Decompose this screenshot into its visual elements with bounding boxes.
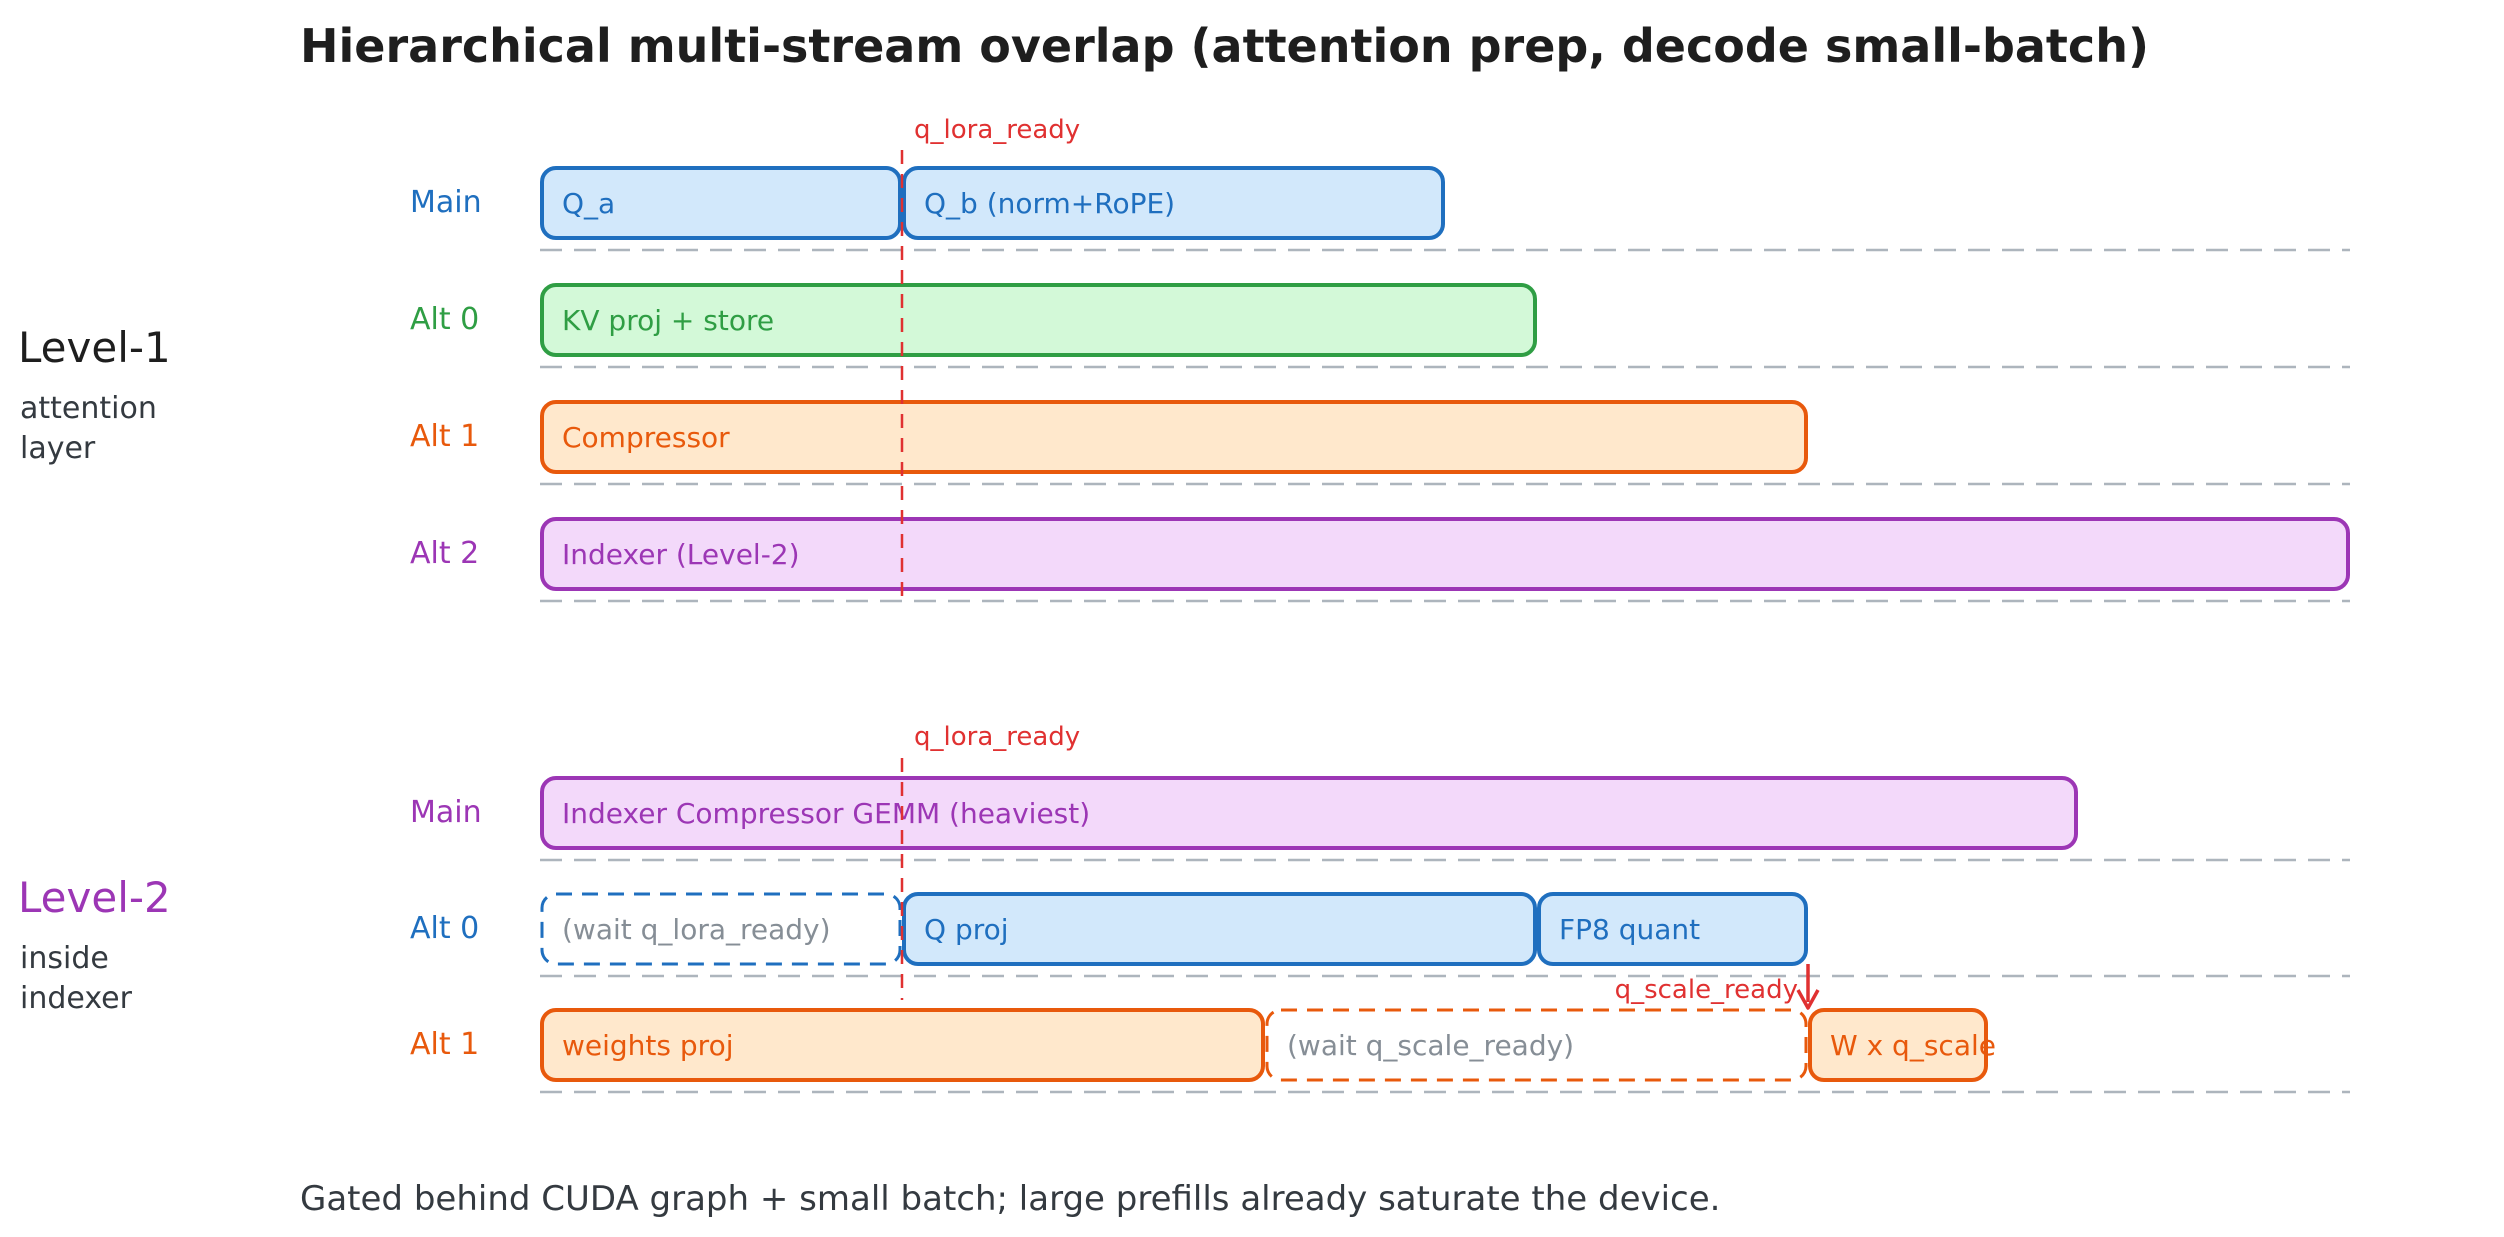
- level1-block-label: Indexer (Level-2): [562, 538, 800, 571]
- level1-block: [902, 166, 1445, 240]
- level2-caption-line2: indexer: [20, 981, 133, 1016]
- level1-lane-label: Alt 2: [410, 536, 479, 571]
- level1-block: [540, 166, 902, 240]
- level2-block: [902, 892, 1537, 966]
- level2-block: [540, 892, 902, 966]
- level1-marker-label: q_lora_ready: [914, 115, 1080, 145]
- level2-block-label: W x q_scale: [1830, 1029, 1996, 1062]
- footer-note: Gated behind CUDA graph + small batch; l…: [300, 1179, 1720, 1219]
- level2-block-label: (wait q_lora_ready): [562, 913, 831, 946]
- level2-block: [540, 776, 2078, 850]
- level2-lane-label: Alt 1: [410, 1027, 479, 1062]
- level2-marker-label: q_lora_ready: [914, 722, 1080, 752]
- level2-block: [1808, 1008, 1988, 1082]
- level1-lane-label: Alt 1: [410, 419, 479, 454]
- q-scale-arrowhead: [1796, 989, 1820, 1010]
- level2-block-label: weights proj: [562, 1029, 733, 1062]
- level1-caption-line2: layer: [20, 431, 96, 466]
- level1-block: [540, 517, 2350, 591]
- level2-lane-label: Main: [410, 795, 482, 830]
- level2-heading: Level-2: [18, 873, 171, 922]
- level1-block-label: Q_a: [562, 187, 615, 220]
- level1-lane-label: Alt 0: [410, 302, 479, 337]
- q-scale-marker-label: q_scale_ready: [1615, 975, 1798, 1005]
- level1-caption-line1: attention: [20, 391, 157, 426]
- level1-block: [540, 400, 1808, 474]
- level1-block: [540, 283, 1537, 357]
- level2-caption-line1: inside: [20, 941, 109, 976]
- level1-block-label: Q_b (norm+RoPE): [924, 187, 1175, 220]
- level2-lane-label: Alt 0: [410, 911, 479, 946]
- level2-block-label: Q proj: [924, 913, 1009, 946]
- level1-block-label: Compressor: [562, 421, 730, 454]
- diagram-title: Hierarchical multi-stream overlap (atten…: [300, 19, 2149, 73]
- level2-block: [540, 1008, 1265, 1082]
- level2-block-label: (wait q_scale_ready): [1287, 1029, 1574, 1062]
- level2-block-label: FP8 quant: [1559, 913, 1700, 946]
- level1-heading: Level-1: [18, 323, 171, 372]
- level1-block-label: KV proj + store: [562, 304, 774, 337]
- level2-block: [1537, 892, 1808, 966]
- level2-block-label: Indexer Compressor GEMM (heaviest): [562, 797, 1090, 830]
- level2-block: [1265, 1008, 1808, 1082]
- level1-lane-label: Main: [410, 185, 482, 220]
